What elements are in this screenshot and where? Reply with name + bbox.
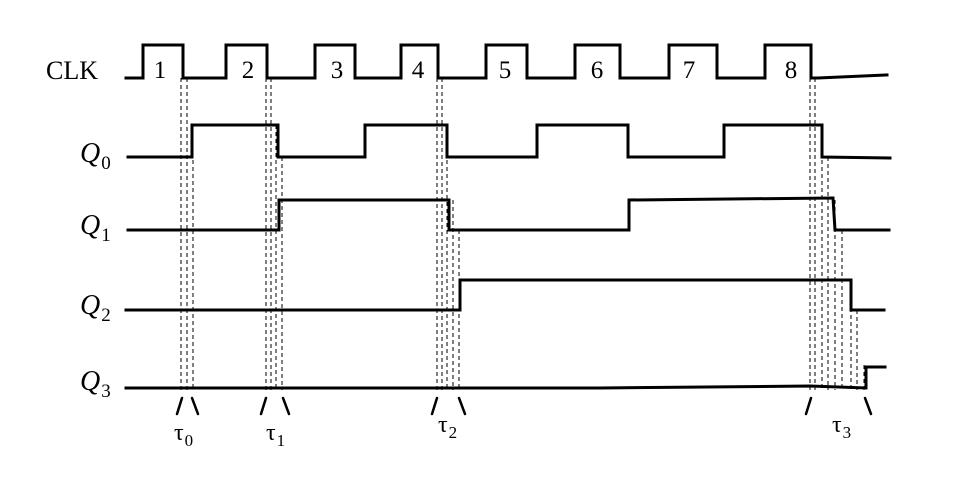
- clk-pulse-number: 3: [331, 57, 344, 84]
- tau1-label: τ1: [266, 420, 285, 450]
- q3-label: Q3: [80, 366, 111, 402]
- clk-pulse-number: 6: [591, 57, 604, 84]
- tau2-label: τ2: [438, 412, 457, 442]
- q2-waveform: [124, 278, 886, 312]
- clk-waveform: [124, 43, 889, 80]
- delay-brackets: [175, 396, 873, 416]
- q0-label: Q0: [80, 138, 111, 174]
- clk-pulse-number: 7: [683, 57, 696, 84]
- q0-waveform: [126, 123, 892, 160]
- clk-pulse-number: 8: [785, 57, 798, 84]
- q1-waveform: [126, 196, 891, 232]
- delay-labels: τ0 τ1 τ2 τ3: [174, 412, 851, 450]
- q2-label: Q2: [80, 290, 111, 326]
- q3-waveform: [124, 365, 887, 390]
- clk-pulse-number: 5: [499, 57, 512, 84]
- clk-pulse-number: 4: [412, 57, 425, 84]
- signal-labels: CLK Q0 Q1 Q2 Q3: [46, 56, 111, 402]
- q1-label: Q1: [80, 210, 111, 246]
- delay-guide-lines: [180, 78, 865, 390]
- clk-pulse-number: 2: [242, 57, 255, 84]
- clk-pulse-number: 1: [154, 57, 167, 84]
- clock-pulse-numbers: 1 2 3 4 5 6 7 8: [154, 57, 798, 84]
- tau3-label: τ3: [832, 412, 851, 442]
- tau0-label: τ0: [174, 420, 193, 450]
- clk-label: CLK: [46, 56, 98, 85]
